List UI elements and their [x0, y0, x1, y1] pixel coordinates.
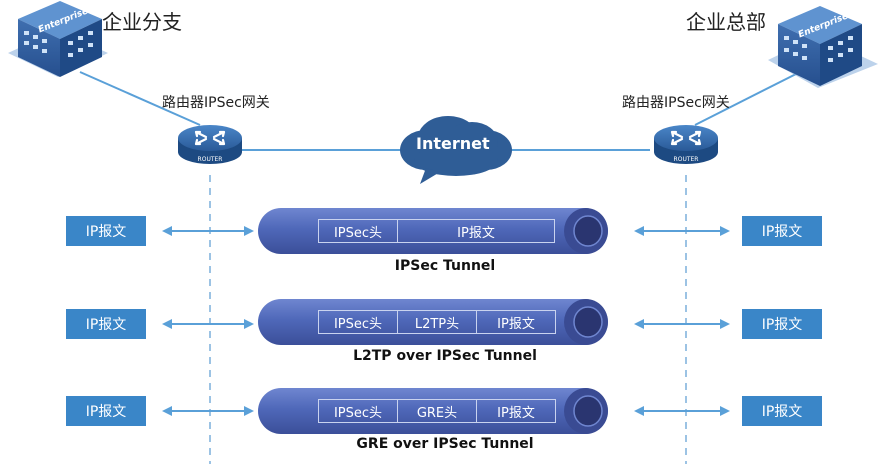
tunnel-3-segment-ipsec-header: IPSec头: [318, 399, 398, 423]
boundary-lines: [209, 175, 687, 464]
left-router-icon: ROUTER: [178, 125, 242, 164]
tunnel-2-segment-ip-packet: IP报文: [476, 310, 556, 334]
network-links: [79, 71, 801, 151]
internet-label: Internet: [416, 134, 490, 153]
left-gateway-label: 路由器IPSec网关: [162, 95, 270, 111]
arrow-left-3: [162, 406, 254, 416]
arrow-left-2: [162, 319, 254, 329]
hq-building-icon: Enterprise: [768, 6, 878, 88]
hq-link: [694, 71, 801, 126]
tunnel-1-segment-ip-packet: IP报文: [397, 219, 555, 243]
arrow-left-1: [162, 226, 254, 236]
right-router-icon: ROUTER: [654, 125, 718, 164]
tunnel-2-segment-l2tp-header: L2TP头: [397, 310, 477, 334]
left-ip-packet-3: IP报文: [66, 396, 146, 426]
right-ip-packet-1: IP报文: [742, 216, 822, 246]
tunnel-3-segment-gre-header: GRE头: [397, 399, 477, 423]
right-router-text: ROUTER: [674, 156, 699, 163]
left-ip-packet-2: IP报文: [66, 309, 146, 339]
left-router-text: ROUTER: [198, 156, 223, 163]
right-ip-packet-2: IP报文: [742, 309, 822, 339]
tunnel-1-segment-ipsec-header: IPSec头: [318, 219, 398, 243]
hq-site-label: 企业总部: [686, 10, 766, 34]
right-gateway-label: 路由器IPSec网关: [622, 95, 730, 111]
right-ip-packet-3: IP报文: [742, 396, 822, 426]
left-ip-packet-1: IP报文: [66, 216, 146, 246]
tunnel-2-segment-ipsec-header: IPSec头: [318, 310, 398, 334]
tunnel-1-caption: IPSec Tunnel: [394, 258, 496, 274]
packet-arrows: [162, 226, 730, 416]
arrow-right-3: [634, 406, 730, 416]
branch-site-label: 企业分支: [102, 10, 182, 34]
internet-cloud-icon: [400, 116, 512, 184]
tunnel-3-caption: GRE over IPSec Tunnel: [356, 436, 534, 452]
tunnel-2-caption: L2TP over IPSec Tunnel: [353, 348, 537, 364]
arrow-right-2: [634, 319, 730, 329]
tunnel-3-segment-ip-packet: IP报文: [476, 399, 556, 423]
branch-building-icon: Enterprise: [8, 1, 108, 77]
arrow-right-1: [634, 226, 730, 236]
branch-link: [79, 71, 201, 126]
